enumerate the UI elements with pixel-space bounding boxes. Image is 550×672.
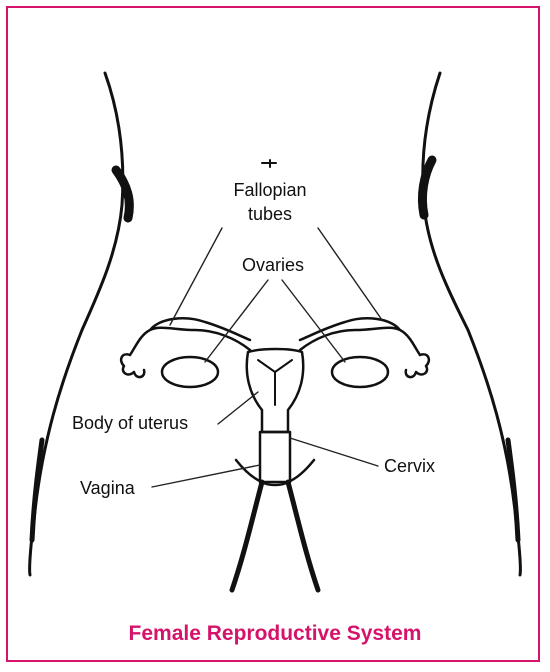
uterus-cavity (258, 360, 292, 405)
leader-body-uterus (218, 392, 258, 424)
label-fallopian-line1: Fallopian (233, 180, 306, 200)
fallopian-tube-left (121, 318, 250, 377)
leader-cervix (290, 438, 378, 466)
cervix-outline (260, 432, 290, 482)
torso-left-outline (30, 73, 123, 575)
ovary-right (332, 357, 388, 387)
leg-right (288, 482, 318, 590)
leader-fallopian-right (318, 228, 382, 320)
torso-right-thick (422, 160, 432, 215)
leader-vagina (152, 465, 260, 487)
label-body-of-uterus: Body of uterus (72, 413, 188, 433)
label-vagina: Vagina (80, 478, 136, 498)
leg-left (232, 482, 262, 590)
torso-right-outline (423, 73, 521, 575)
navel-mark (262, 160, 276, 167)
label-fallopian-line2: tubes (248, 204, 292, 224)
diagram-caption: Female Reproductive System (0, 622, 550, 646)
fallopian-tube-right (300, 318, 429, 377)
leader-fallopian-left (170, 228, 222, 325)
label-cervix: Cervix (384, 456, 435, 476)
torso-left-lower-thick (32, 440, 42, 540)
torso-right-lower-thick (508, 440, 518, 540)
ovary-left (162, 357, 218, 387)
label-ovaries: Ovaries (242, 255, 304, 275)
